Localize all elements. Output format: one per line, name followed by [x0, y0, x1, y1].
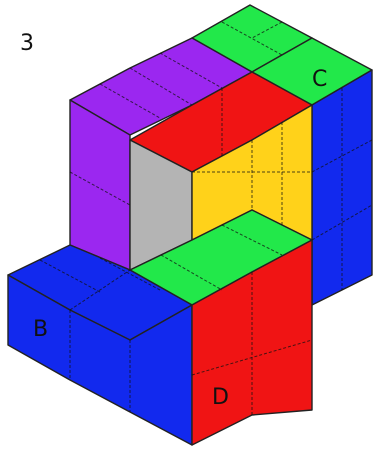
label-c: C: [312, 67, 327, 92]
grid-lines: [39, 21, 373, 415]
label-d: D: [212, 385, 229, 410]
label-b: B: [33, 317, 48, 342]
figure-number: 3: [20, 31, 34, 56]
